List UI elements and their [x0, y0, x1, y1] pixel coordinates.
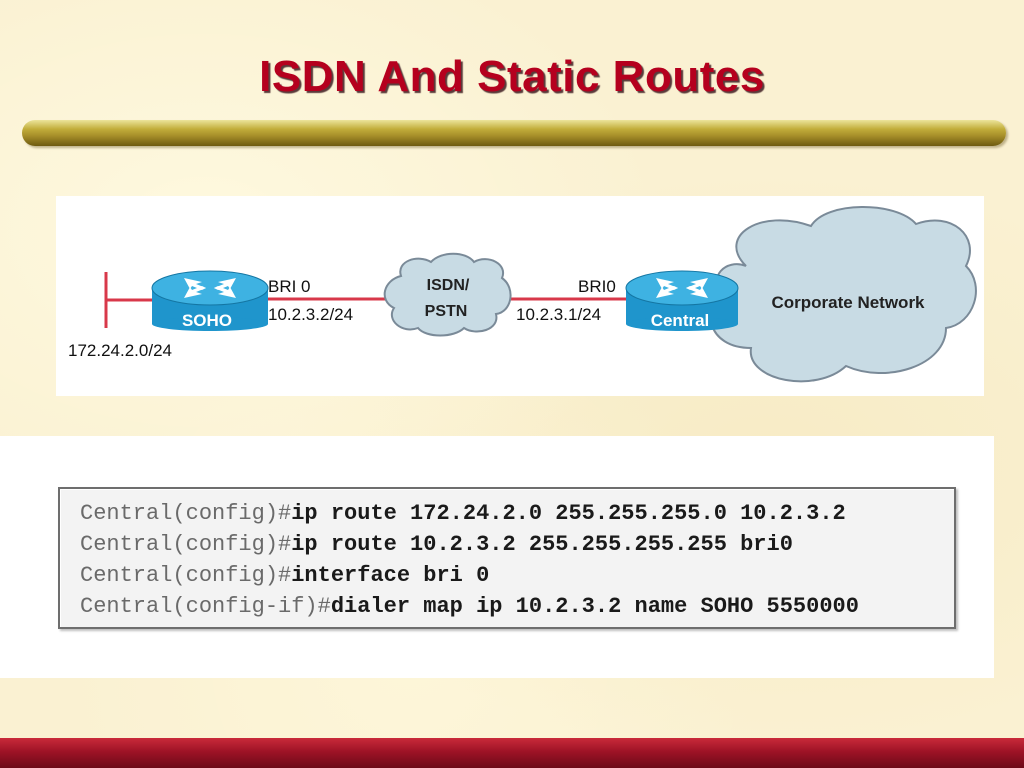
- soho-router-label: SOHO: [182, 311, 232, 330]
- soho-router-base: [152, 317, 268, 331]
- central-router-top: [625, 270, 739, 306]
- cli-line: Central(config-if)#dialer map ip 10.2.3.…: [80, 591, 954, 622]
- footer-bar: [0, 738, 1024, 768]
- cli-prompt: Central(config)#: [80, 563, 292, 588]
- soho-router-top: [151, 270, 269, 306]
- central-router-label: Central: [651, 311, 710, 330]
- cli-command: ip route 172.24.2.0 255.255.255.0 10.2.3…: [291, 501, 846, 526]
- lan-network-label: 172.24.2.0/24: [68, 341, 172, 360]
- cli-line: Central(config)#ip route 172.24.2.0 255.…: [80, 498, 954, 529]
- soho-router-arrows-icon: [184, 278, 236, 298]
- cli-prompt: Central(config-if)#: [80, 594, 331, 619]
- soho-ip-label: 10.2.3.2/24: [268, 305, 353, 324]
- isdn-cloud-label-line2: PSTN: [425, 303, 468, 320]
- cli-line: Central(config)#ip route 10.2.3.2 255.25…: [80, 529, 954, 560]
- central-ip-label: 10.2.3.1/24: [516, 305, 601, 324]
- central-router-arrows-icon: [656, 278, 708, 298]
- soho-router: SOHO: [151, 270, 269, 331]
- isdn-cloud-label-line1: ISDN/: [427, 277, 470, 294]
- corporate-network-cloud: Corporate Network: [709, 206, 977, 383]
- title-underline-bar: [22, 120, 1006, 146]
- slide-title: ISDN And Static Routes: [259, 52, 765, 101]
- central-interface-label: BRI0: [578, 277, 616, 296]
- isdn-pstn-cloud: ISDN/ PSTN: [383, 252, 512, 337]
- cli-prompt: Central(config)#: [80, 501, 292, 526]
- cli-command: dialer map ip 10.2.3.2 name SOHO 5550000: [330, 594, 859, 619]
- cli-prompt: Central(config)#: [80, 532, 292, 557]
- cli-line: Central(config)#interface bri 0: [80, 560, 954, 591]
- central-router-base: [626, 317, 738, 331]
- corporate-network-label: Corporate Network: [771, 293, 925, 312]
- central-router: Central: [625, 270, 739, 331]
- network-diagram: Corporate Network ISDN/ PSTN SOHO: [56, 196, 984, 396]
- cli-config-box: Central(config)#ip route 172.24.2.0 255.…: [58, 487, 956, 629]
- soho-interface-label: BRI 0: [268, 277, 311, 296]
- cli-command: ip route 10.2.3.2 255.255.255.255 bri0: [291, 532, 793, 557]
- config-panel: Central(config)#ip route 172.24.2.0 255.…: [0, 436, 994, 678]
- cli-command: interface bri 0: [291, 563, 490, 588]
- network-diagram-svg: Corporate Network ISDN/ PSTN SOHO: [68, 206, 977, 383]
